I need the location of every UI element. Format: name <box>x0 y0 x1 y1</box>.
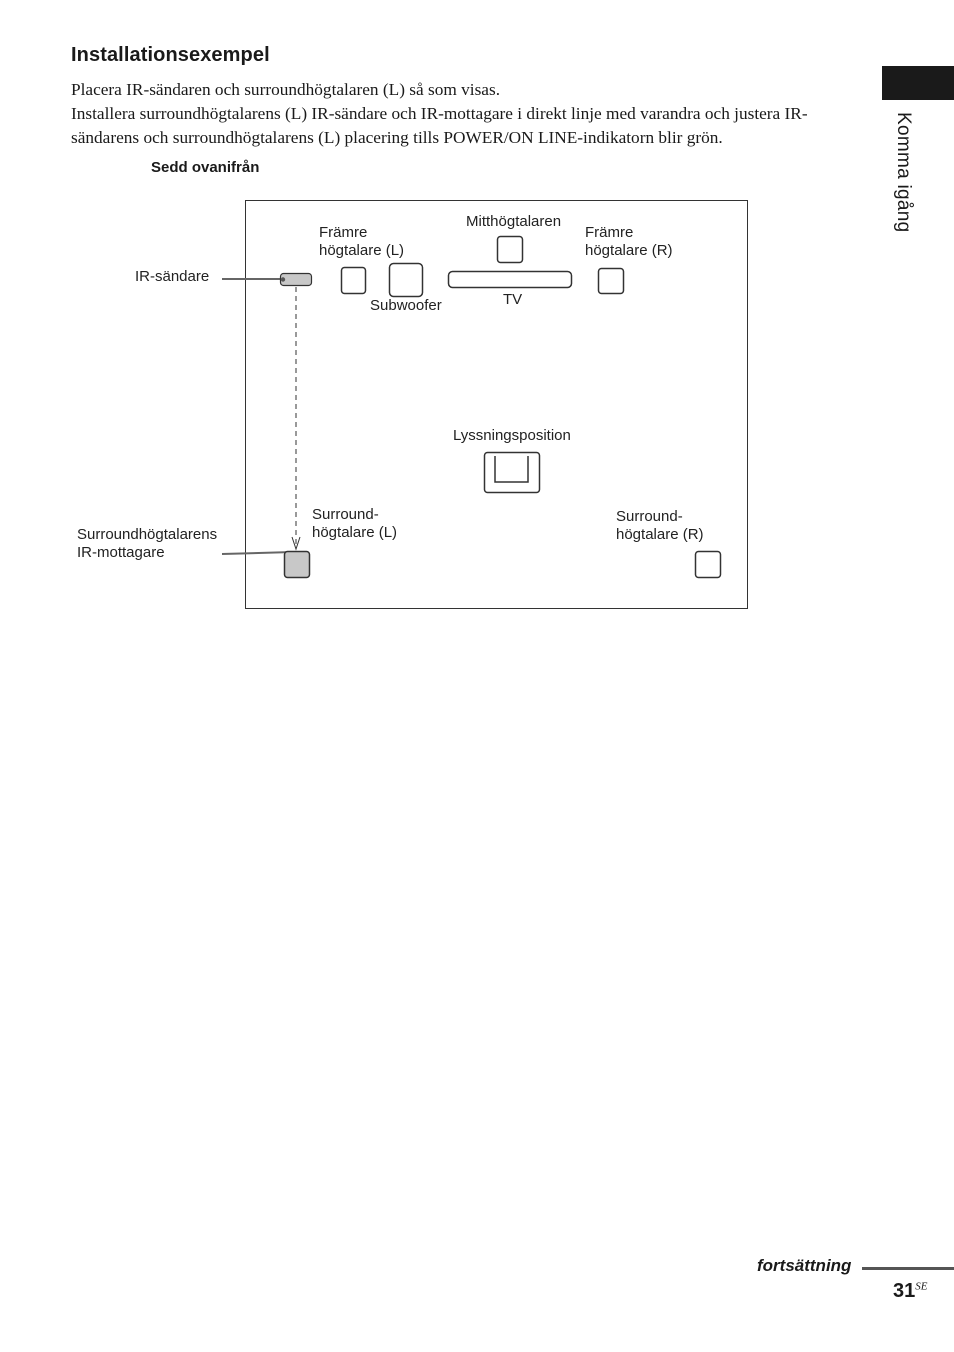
center-speaker <box>496 235 524 264</box>
label-surround-left-line2: högtalare (L) <box>312 524 398 541</box>
continued-rule <box>862 1267 954 1270</box>
body-paragraph-2: Installera surroundhögtalarens (L) IR-sä… <box>71 104 808 147</box>
room-frame <box>245 200 748 609</box>
continued-label: fortsättning <box>757 1256 852 1275</box>
label-front-right-line2: högtalare (R) <box>585 242 673 259</box>
label-subwoofer: Subwoofer <box>370 297 442 314</box>
label-ir-receiver-line2: IR-mottagare <box>77 544 165 561</box>
diagram-caption: Sedd ovanifrån <box>151 159 260 176</box>
ir-receiver-leader-line <box>221 551 294 555</box>
page-number-suffix: SE <box>915 1280 928 1293</box>
subwoofer-speaker <box>388 262 424 298</box>
listening-chair <box>483 451 541 494</box>
label-tv: TV <box>503 291 523 308</box>
front-right-speaker <box>597 267 625 295</box>
label-front-left-line2: högtalare (L) <box>319 242 405 259</box>
label-ir-receiver-line1: Surroundhögtalarens <box>77 526 218 543</box>
tv-unit <box>447 270 573 289</box>
label-surround-right-line2: högtalare (R) <box>616 526 704 543</box>
ir-sender-device <box>279 272 313 287</box>
chapter-tab-label: Komma igång <box>893 112 914 233</box>
surround-left-speaker <box>283 550 311 579</box>
body-paragraph-1: Placera IR-sändaren och surroundhögtalar… <box>71 80 501 99</box>
label-ir-sender: IR-sändare <box>135 268 210 285</box>
surround-right-speaker <box>694 550 722 579</box>
label-front-right-line1: Främre <box>585 224 634 241</box>
ir-sender-dot <box>280 277 286 282</box>
front-left-speaker <box>340 266 367 295</box>
page-number: 31SE <box>893 1280 927 1303</box>
label-front-left-line1: Främre <box>319 224 368 241</box>
installation-diagram <box>221 200 748 609</box>
page-number-value: 31 <box>893 1280 916 1302</box>
chapter-tab-marker <box>882 66 954 100</box>
label-surround-right-line1: Surround- <box>616 508 683 525</box>
listening-chair-seat <box>494 456 529 483</box>
ir-beam-arrow <box>291 536 301 551</box>
label-surround-left-line1: Surround- <box>312 506 379 523</box>
label-center-speaker: Mitthögtalaren <box>466 213 562 230</box>
label-listening-position: Lyssningsposition <box>453 427 571 444</box>
body-text: Placera IR-sändaren och surroundhögtalar… <box>71 78 871 150</box>
section-heading: Installationsexempel <box>71 44 270 66</box>
